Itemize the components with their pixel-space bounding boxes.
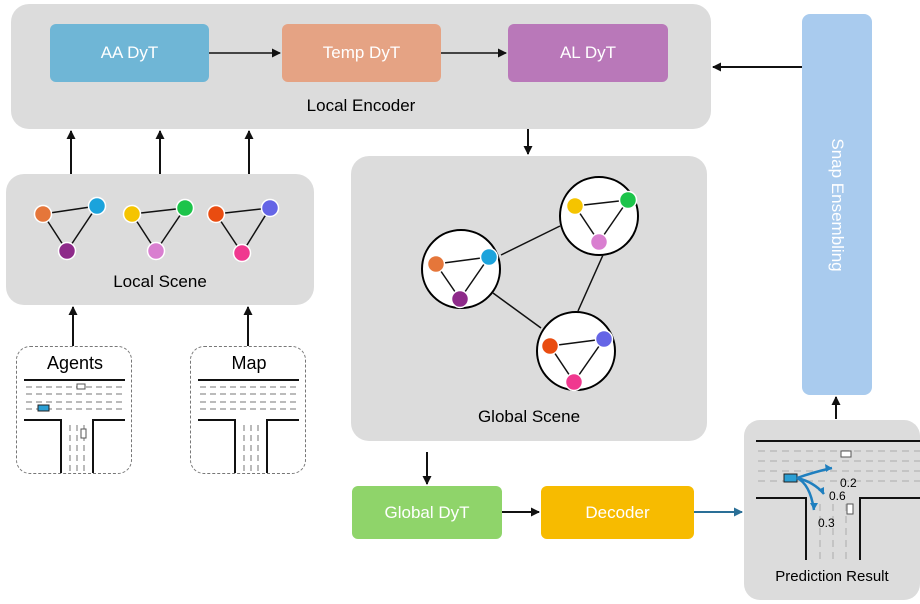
probability-label-2: 0.6 — [829, 489, 846, 503]
local-encoder-label: Local Encoder — [306, 96, 416, 115]
map-card: Map — [190, 346, 306, 474]
global-node-orange — [426, 254, 446, 274]
agents-card: Agents — [16, 346, 132, 474]
probability-label-3: 0.3 — [818, 516, 835, 530]
global-scene-panel: Global Scene — [351, 156, 707, 441]
local-node-purple — [57, 241, 77, 261]
global-node-indigo — [594, 329, 614, 349]
local-node-yellow — [122, 204, 142, 224]
local-scene-label: Local Scene — [113, 272, 207, 291]
local-node-blue — [87, 196, 107, 216]
map-road-map — [198, 379, 299, 473]
snap-ensembling-block: Snap Ensembling — [802, 14, 872, 395]
global-node-red — [540, 336, 560, 356]
temp-dyt-block: Temp DyT — [282, 24, 441, 82]
global-dyt-block: Global DyT — [352, 486, 502, 539]
al-dyt-block: AL DyT — [508, 24, 668, 82]
local-node-pink — [146, 241, 166, 261]
local-node-orange — [33, 204, 53, 224]
global-scene-label: Global Scene — [477, 407, 581, 426]
global-node-pink — [589, 232, 609, 252]
local-scene-panel: Local Scene — [6, 174, 314, 305]
map-label: Map — [231, 353, 267, 373]
global-node-purple — [450, 289, 470, 309]
decoder-block: Decoder — [541, 486, 694, 539]
global-node-blue — [479, 247, 499, 267]
local-node-red — [206, 204, 226, 224]
global-node-magenta — [564, 372, 584, 392]
global-node-green — [618, 190, 638, 210]
prediction-road-map — [756, 440, 920, 560]
local-node-green — [175, 198, 195, 218]
aa-dyt-block: AA DyT — [50, 24, 209, 82]
local-node-magenta — [232, 243, 252, 263]
agents-label: Agents — [46, 353, 104, 373]
prediction-result-label: Prediction Result — [775, 568, 889, 585]
prediction-result-panel: 0.2 0.6 0.3 Prediction Result — [744, 420, 920, 600]
probability-label-1: 0.2 — [840, 476, 857, 490]
local-node-indigo — [260, 198, 280, 218]
global-node-yellow — [565, 196, 585, 216]
agents-road-map — [24, 379, 125, 473]
